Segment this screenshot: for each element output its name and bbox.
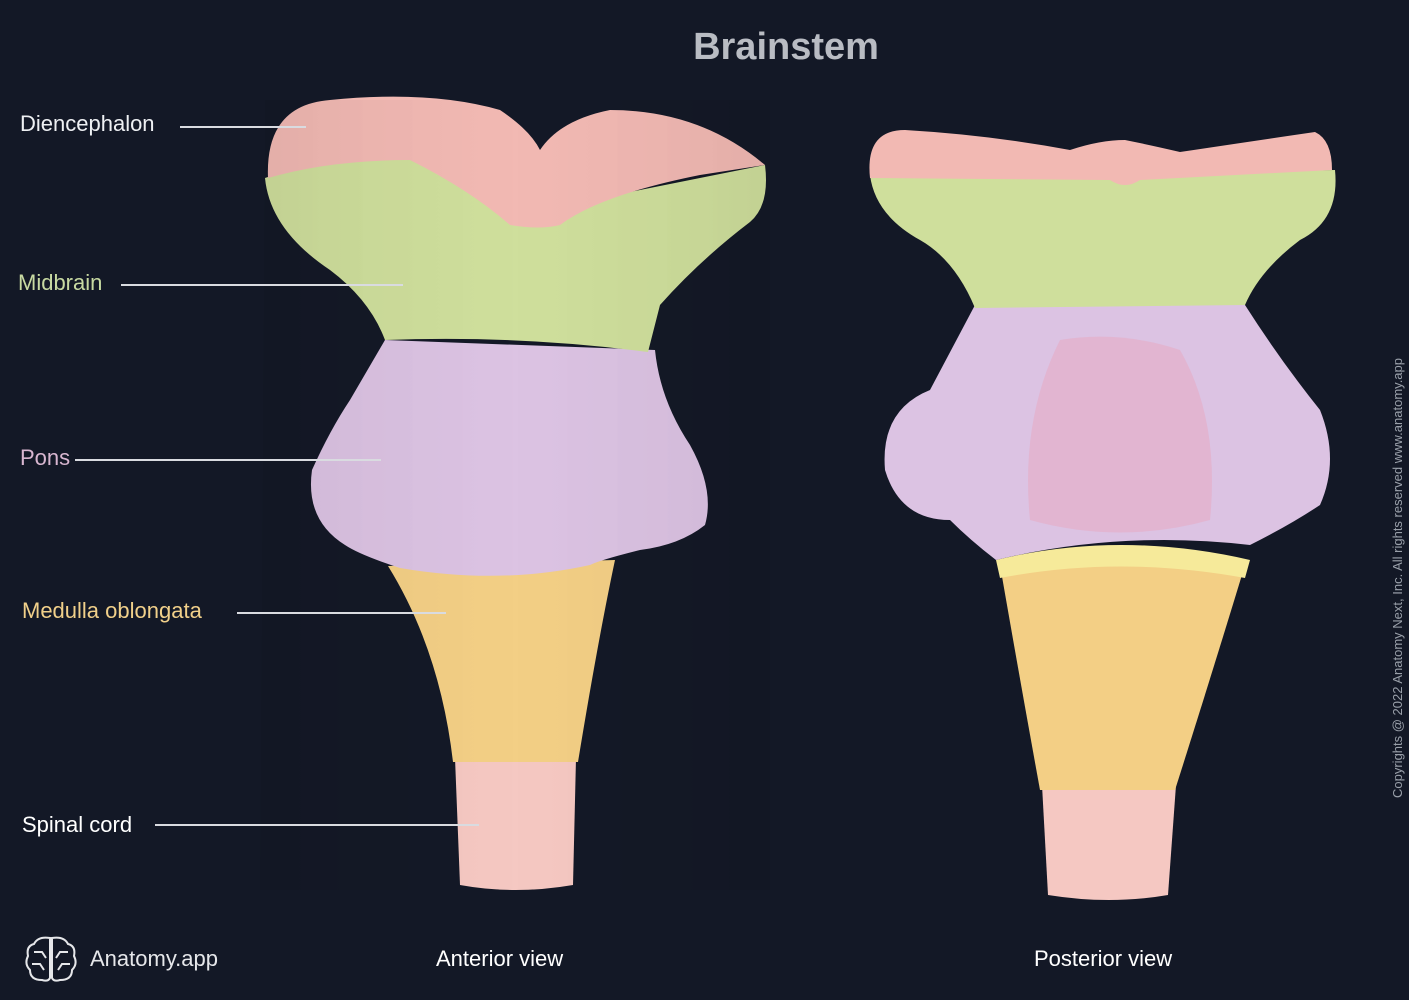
copyright-notice: Copyrights @ 2022 Anatomy Next, Inc. All… (1390, 358, 1405, 798)
leader-line-diencephalon (180, 126, 306, 128)
page-title: Brainstem (693, 26, 879, 68)
leader-line-midbrain (121, 284, 403, 286)
posterior-spinal-cord (1042, 785, 1176, 900)
posterior-medulla-band (996, 545, 1250, 578)
posterior-view-model (869, 130, 1336, 900)
brain-icon (25, 936, 77, 982)
posterior-medulla (1000, 565, 1245, 790)
leader-line-spinal-cord (155, 824, 479, 826)
brand-logo: Anatomy.app (24, 934, 218, 984)
label-pons: Pons (20, 445, 71, 470)
anterior-view-caption: Anterior view (436, 946, 564, 971)
label-midbrain: Midbrain (18, 270, 103, 295)
leader-line-medulla (237, 612, 446, 614)
posterior-diencephalon (869, 130, 1332, 185)
brand-name: Anatomy.app (90, 946, 219, 971)
label-diencephalon: Diencephalon (20, 111, 155, 136)
label-spinal-cord: Spinal cord (22, 812, 133, 837)
label-medulla-oblongata: Medulla oblongata (22, 598, 202, 623)
leader-line-pons (75, 459, 381, 461)
anterior-view-model (260, 96, 770, 890)
posterior-view-caption: Posterior view (1034, 946, 1173, 971)
posterior-midbrain (870, 170, 1336, 308)
